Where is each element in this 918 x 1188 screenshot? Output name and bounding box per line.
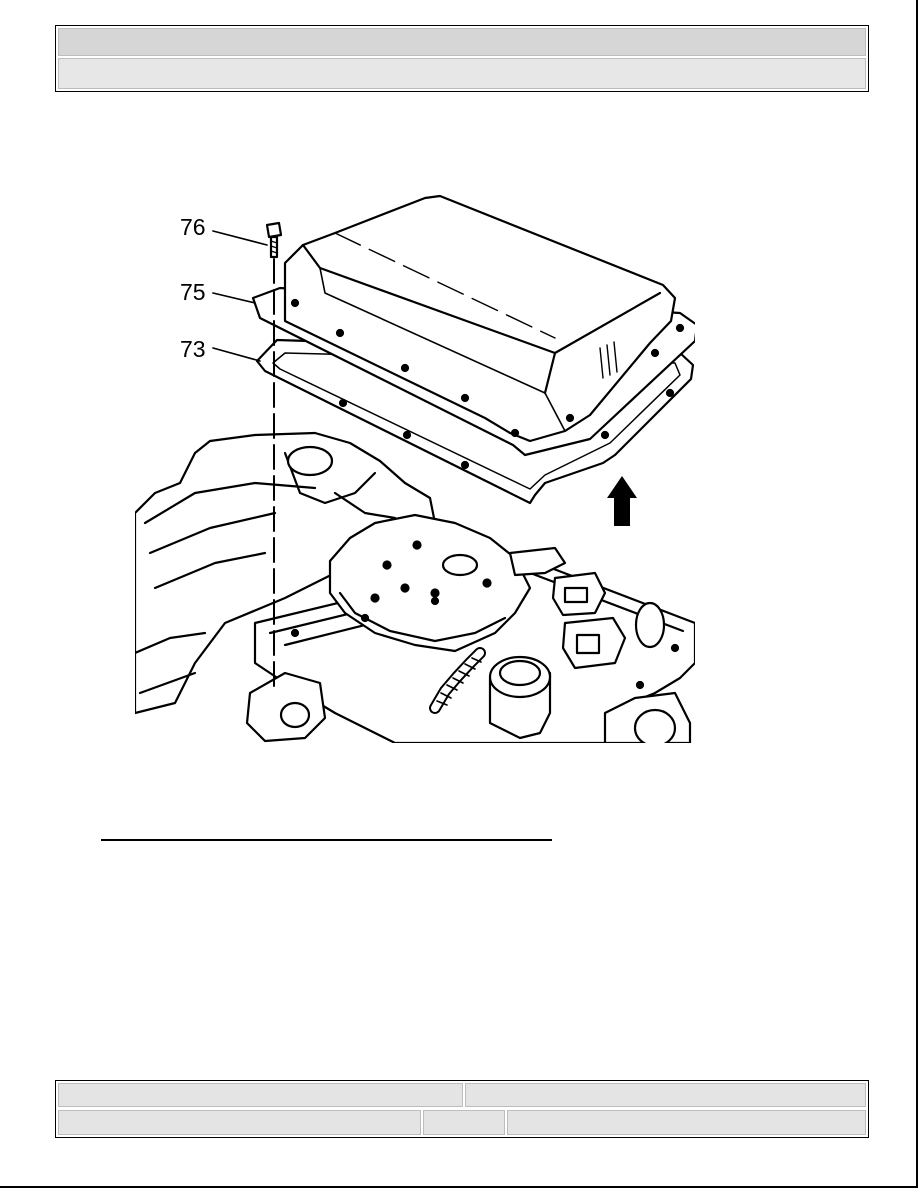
callout-75: 75	[180, 279, 206, 305]
footer-cell	[507, 1110, 866, 1135]
footer-cell	[58, 1110, 421, 1135]
transmission-oil-pan	[251, 194, 695, 470]
header-table	[55, 25, 869, 92]
oil-pan-removal-illustration: 76 75 73	[135, 194, 695, 743]
section-divider	[101, 839, 552, 841]
footer-cell	[58, 1083, 463, 1107]
footer-cell	[465, 1083, 866, 1107]
up-arrow-icon	[607, 476, 637, 526]
transmission-case	[135, 431, 695, 743]
callout-73: 73	[180, 336, 206, 362]
callout-76: 76	[180, 214, 206, 240]
footer-cell	[423, 1110, 505, 1135]
header-title-row	[58, 28, 866, 56]
header-subtitle-row	[58, 58, 866, 89]
oil-pan-bolt	[265, 221, 283, 259]
footer-table	[55, 1080, 869, 1138]
